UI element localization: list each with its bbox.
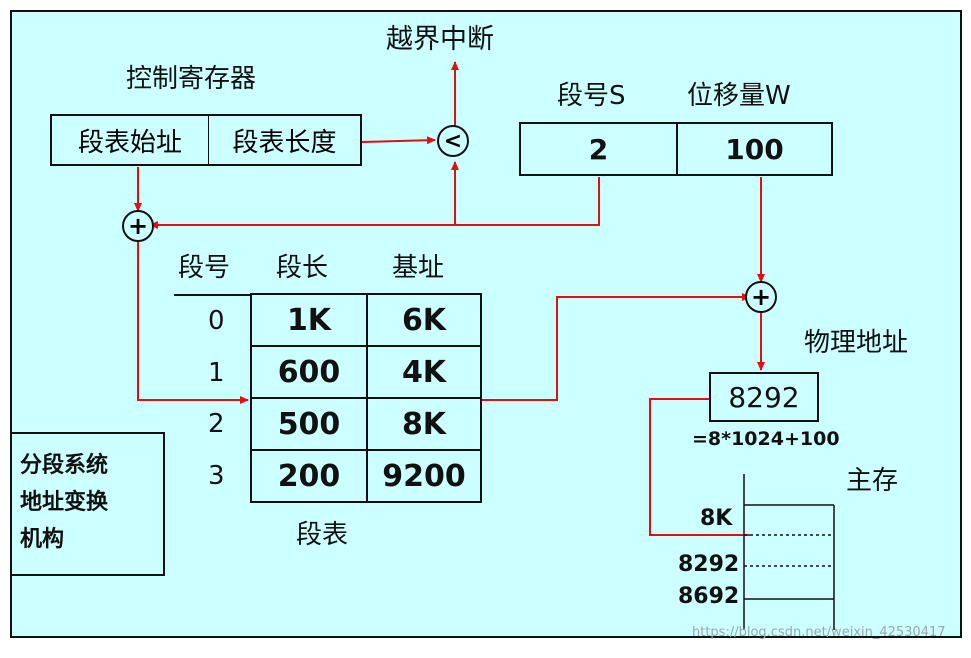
- data-flow-wires: [134, 61, 835, 630]
- table-cell-base: 8K: [401, 406, 447, 442]
- table-col-length: 段长: [276, 253, 329, 283]
- segment-table: 1K 6K 600 4K 500 8K 200 9200: [250, 293, 482, 503]
- interrupt-label: 越界中断: [386, 24, 494, 55]
- mechanism-title-line: 机构: [20, 527, 65, 552]
- offset-value: 100: [725, 132, 784, 166]
- adder-node-offset: +: [745, 281, 777, 313]
- mechanism-title-line: 分段系统: [20, 453, 109, 478]
- segment-table-start-field: 段表始址: [52, 116, 209, 164]
- wire-adder-to-table: [137, 241, 249, 404]
- table-cell-base: 4K: [401, 354, 447, 390]
- table-col-base: 基址: [392, 253, 445, 283]
- physical-address-title: 物理地址: [804, 328, 909, 358]
- table-cell-length: 500: [277, 406, 341, 442]
- memory-mark: 8K: [700, 506, 733, 531]
- comparator-node: <: [437, 125, 469, 157]
- diagram-canvas: 越界中断 控制寄存器 段表始址 段表长度 < + 段号S 位移量W 2 100 …: [10, 10, 962, 640]
- physical-address-formula: =8*1024+100: [692, 428, 840, 450]
- table-col-index: 段号: [178, 253, 231, 283]
- table-row-index: 0: [208, 306, 225, 336]
- watermark: https://blog.csdn.net/weixin_42530417: [692, 625, 946, 640]
- main-memory-title: 主存: [846, 466, 899, 496]
- mechanism-title-box: 分段系统 地址变换 机构: [10, 432, 165, 576]
- control-register: 段表始址 段表长度: [50, 114, 362, 166]
- table-cell-length: 200: [277, 458, 341, 494]
- table-cell-base: 9200: [382, 458, 466, 494]
- offset-header: 位移量W: [687, 81, 791, 111]
- table-cell-length: 600: [277, 354, 341, 390]
- memory-mark: 8292: [678, 552, 740, 577]
- table-row-index: 1: [208, 358, 225, 388]
- segment-number-value: 2: [521, 124, 678, 174]
- wire-segnum-to-adder: [149, 177, 600, 229]
- segment-table-length-field: 段表长度: [232, 127, 337, 158]
- logical-address-register: 2 100: [519, 122, 833, 176]
- memory-block: [743, 474, 835, 630]
- wire-base-to-adder2: [480, 293, 751, 401]
- adder-node-segment: +: [122, 210, 154, 242]
- table-cell-length: 1K: [286, 302, 332, 338]
- mechanism-title-line: 地址变换: [20, 490, 109, 515]
- wire-length-to-compare: [361, 136, 436, 145]
- memory-mark: 8692: [678, 584, 740, 609]
- segment-table-caption: 段表: [296, 520, 349, 550]
- physical-address-value: 8292: [709, 372, 819, 422]
- table-cell-base: 6K: [401, 302, 447, 338]
- wire-phys-to-memory: [649, 398, 750, 536]
- table-row-index: 2: [208, 409, 225, 439]
- table-row-index: 3: [208, 461, 225, 491]
- control-register-title: 控制寄存器: [126, 64, 257, 94]
- segment-number-header: 段号S: [557, 81, 626, 111]
